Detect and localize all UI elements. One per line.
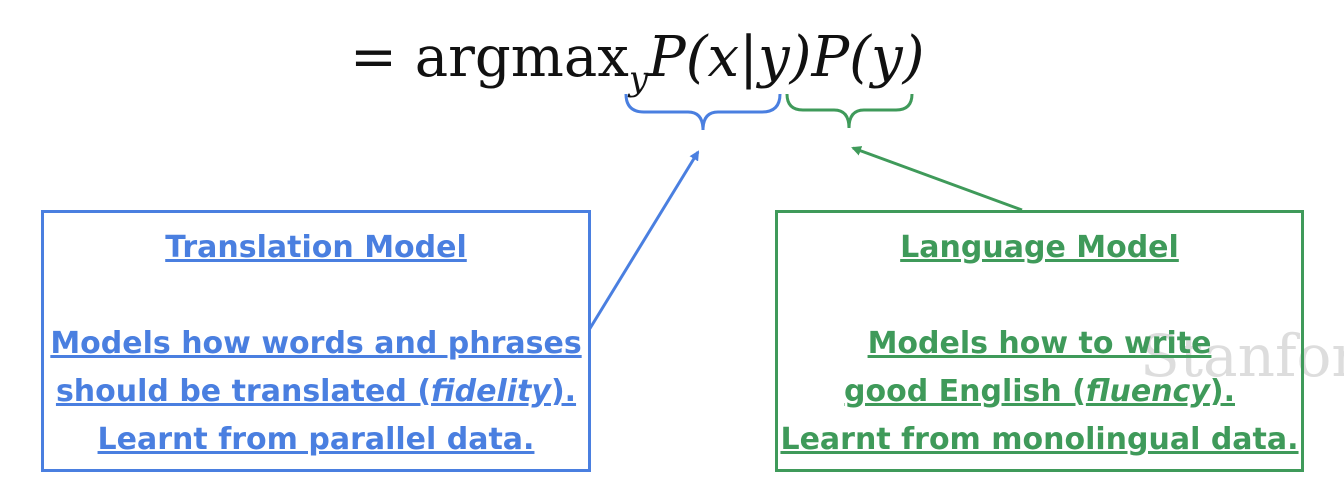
translation-arrow — [587, 150, 700, 331]
translation-model-line1: Models how words and phrases — [50, 326, 582, 361]
equals-sign: = — [350, 25, 397, 90]
language-model-line1: Models how to write — [867, 326, 1212, 361]
language-arrow — [851, 146, 1023, 212]
translation-brace — [624, 93, 782, 131]
language-brace — [785, 93, 914, 129]
translation-model-box: Translation Model Models how words and p… — [41, 210, 591, 472]
argmax-operator: argmax — [414, 25, 629, 90]
translation-model-line2: should be translated (fidelity). — [55, 374, 577, 409]
language-model-line3: Learnt from monolingual data. — [780, 422, 1299, 457]
fluency-term: fluency — [1085, 374, 1210, 409]
language-model-title: Language Model — [900, 230, 1179, 265]
language-model-line2: good English (fluency). — [844, 374, 1235, 409]
argmax-subscript: y — [628, 59, 649, 99]
translation-term: P(x|y) — [648, 25, 812, 90]
language-term: P(y) — [811, 25, 925, 90]
fidelity-term: fidelity — [431, 374, 551, 409]
translation-model-title: Translation Model — [165, 230, 467, 265]
language-model-box: Language Model Models how to write good … — [775, 210, 1304, 472]
stanford-watermark: Stanford — [1140, 322, 1344, 390]
translation-model-line3: Learnt from parallel data. — [97, 422, 535, 457]
equation: = argmaxyP(x|y)P(y) — [350, 18, 925, 99]
